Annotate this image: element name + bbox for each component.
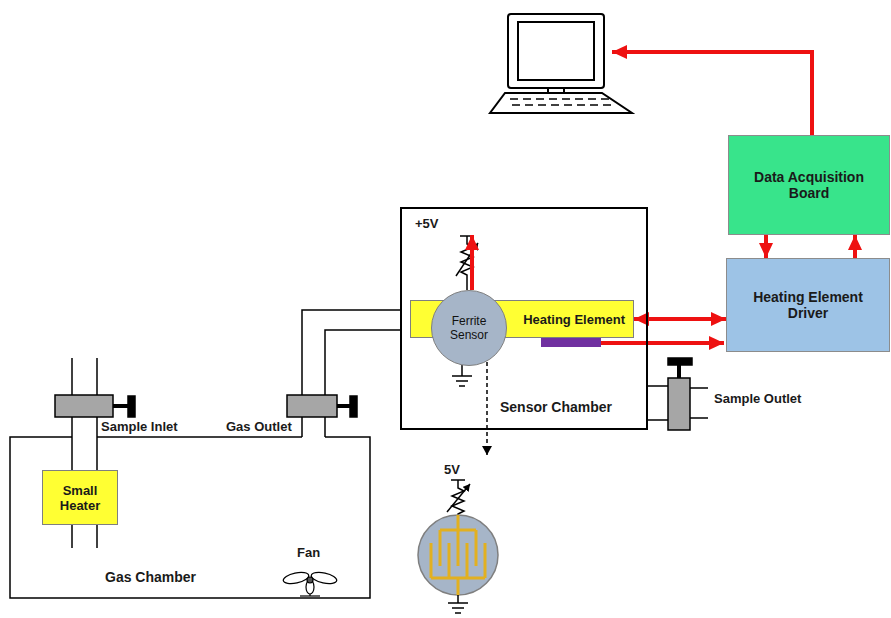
variable-resistor-symbol xyxy=(447,480,470,516)
key-stroke xyxy=(536,98,544,100)
process-box: Heating Element Driver xyxy=(726,258,890,352)
node-text: Small Heater xyxy=(46,483,114,513)
gas-chamber: Gas Chamber Small Heater xyxy=(10,437,370,598)
node-text: Ferrite Sensor xyxy=(436,314,502,342)
key-stroke xyxy=(538,104,546,106)
node-text: Gas Chamber xyxy=(105,569,196,585)
key-stroke xyxy=(549,98,557,100)
node-text: Data Acquisition Board xyxy=(735,169,883,201)
key-stroke xyxy=(601,98,609,100)
detail-leader xyxy=(486,362,488,455)
gas-chamber-wall xyxy=(10,310,400,598)
signal-connector xyxy=(853,235,857,258)
key-stroke xyxy=(577,104,585,106)
heater-box: Small Heater xyxy=(42,470,118,525)
node-text: Heating Element xyxy=(523,312,625,327)
key-stroke xyxy=(523,98,531,100)
signal-arrow xyxy=(601,341,724,345)
key-stroke xyxy=(564,104,572,106)
interdigitated-electrode xyxy=(431,515,485,595)
process-box: Data Acquisition Board xyxy=(728,135,890,235)
part-label: Sample Inlet xyxy=(101,419,178,434)
signal-arrow xyxy=(612,52,812,135)
sensor-detail xyxy=(418,515,498,595)
sensor-circle: Ferrite Sensor xyxy=(431,290,507,366)
key-stroke xyxy=(575,98,583,100)
outlet-valve xyxy=(648,358,708,430)
signal-connector xyxy=(470,235,474,290)
part-label: 5V xyxy=(444,462,460,477)
variable-resistor-symbol xyxy=(456,236,478,290)
ground-symbol xyxy=(448,595,468,613)
temperature-probe xyxy=(541,337,601,347)
key-stroke xyxy=(588,98,596,100)
key-stroke xyxy=(551,104,559,106)
gas-outlet-valve xyxy=(287,395,357,417)
fan-icon xyxy=(282,570,338,596)
ground-symbol xyxy=(452,364,472,386)
node-text: Heating Element Driver xyxy=(733,289,883,321)
key-stroke xyxy=(590,104,598,106)
key-stroke xyxy=(562,98,570,100)
key-stroke xyxy=(603,104,611,106)
key-stroke xyxy=(512,104,520,106)
key-stroke xyxy=(525,104,533,106)
node-text: Sensor Chamber xyxy=(500,399,612,415)
inlet-valve xyxy=(55,395,135,417)
part-label: Gas Outlet xyxy=(226,419,292,434)
part-label: Sample Outlet xyxy=(714,391,801,406)
signal-connector xyxy=(764,235,768,258)
key-stroke xyxy=(510,98,518,100)
part-label: +5V xyxy=(415,216,439,231)
computer-icon xyxy=(490,14,632,113)
part-label: Fan xyxy=(297,545,320,560)
sensor-chamber: Sensor Chamber Ferrite Sensor Heating Elem… xyxy=(400,207,648,430)
